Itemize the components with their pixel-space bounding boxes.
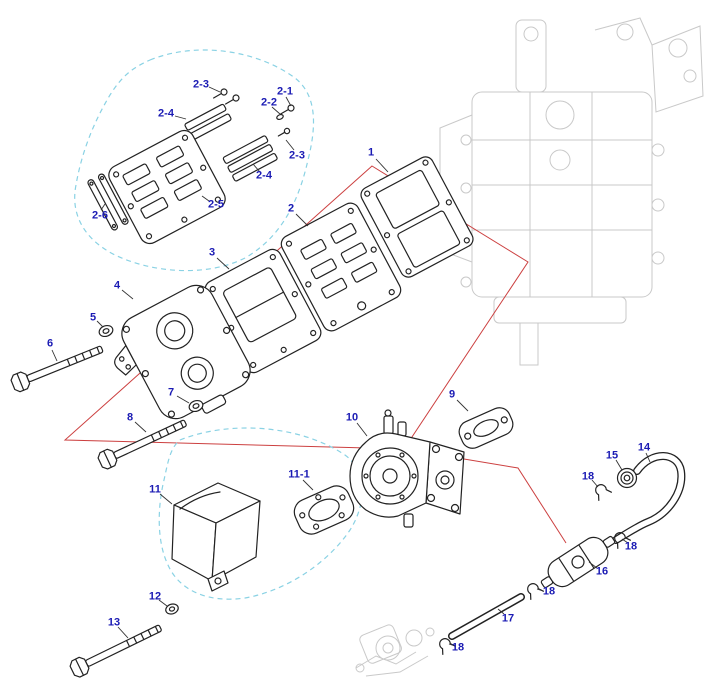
callout-15: 15 (605, 449, 619, 462)
fuel-filter (540, 535, 616, 589)
callout-11: 11 (149, 483, 161, 496)
callout-2-3: 2-3 (289, 149, 305, 162)
reed-gasket (280, 202, 402, 332)
reed-valve-group-outline (74, 49, 315, 272)
callout-17: 17 (501, 612, 515, 625)
callout-7: 7 (167, 386, 175, 399)
gasket-strips (87, 173, 129, 231)
bolt (69, 624, 162, 678)
callout-18: 18 (451, 641, 465, 654)
callout-2-6: 2-6 (92, 209, 108, 222)
callout-2-4: 2-4 (256, 169, 272, 182)
callout-9: 9 (448, 388, 456, 401)
callout-10: 10 (345, 411, 359, 424)
bolt (10, 345, 104, 393)
callout-18: 18 (542, 585, 556, 598)
callout-8: 8 (126, 411, 134, 424)
washer (165, 603, 179, 615)
reed-screw (225, 94, 240, 105)
hose-clip (595, 484, 612, 501)
grommet-fitting (616, 467, 638, 489)
silencer-cover (171, 482, 261, 592)
washer (98, 324, 114, 338)
washer (188, 399, 204, 413)
reed-washer (276, 113, 284, 121)
bolt (97, 419, 187, 470)
reed-screw (277, 127, 291, 137)
fuel-tube (448, 593, 525, 640)
silencer-gasket (293, 485, 355, 535)
fuel-hose (612, 452, 686, 544)
fuel-pump (349, 409, 465, 528)
callout-2-4: 2-4 (158, 107, 174, 120)
reed-screw (213, 88, 228, 99)
leader-lines (51, 86, 651, 647)
callout-2-3: 2-3 (193, 78, 209, 91)
reed-valve-plate (108, 129, 226, 245)
callout-5: 5 (89, 311, 97, 324)
callout-13: 13 (107, 616, 121, 629)
hose-clip (614, 532, 631, 549)
callout-12: 12 (148, 590, 162, 603)
callout-1: 1 (367, 146, 375, 159)
callout-18: 18 (581, 470, 595, 483)
callout-3: 3 (208, 246, 216, 259)
callout-18: 18 (624, 540, 638, 553)
callout-6: 6 (46, 337, 54, 350)
callout-2-5: 2-5 (208, 198, 224, 211)
outer-gasket (360, 156, 474, 278)
reed-plate-set (222, 135, 278, 182)
callout-2: 2 (287, 202, 295, 215)
callout-14: 14 (637, 441, 651, 454)
pump-gasket (458, 407, 514, 449)
callout-16: 16 (595, 565, 609, 578)
intake-manifold (114, 284, 251, 420)
callout-2-2: 2-2 (261, 96, 277, 109)
reed-screw (280, 104, 295, 115)
group-outlines (74, 49, 363, 600)
parts-layer (10, 88, 686, 678)
callout-11-1: 11-1 (288, 468, 310, 481)
engine-block-ghost (439, 17, 704, 366)
callout-4: 4 (113, 279, 121, 292)
callout-2-1: 2-1 (277, 85, 293, 98)
carburetor-ghost (355, 624, 435, 677)
